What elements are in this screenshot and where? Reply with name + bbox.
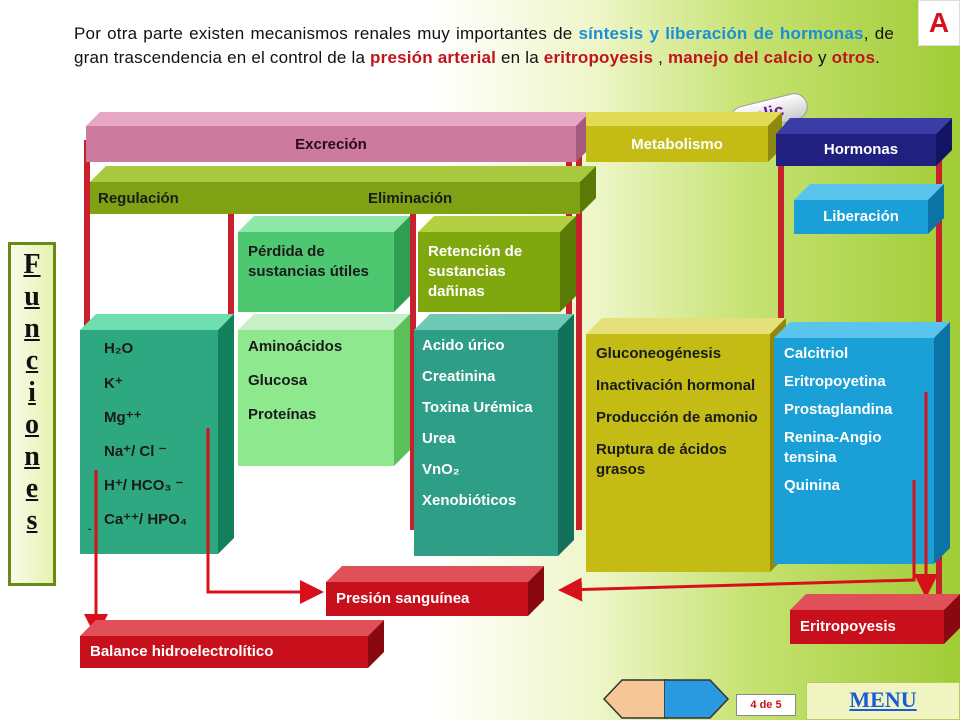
- regulacion-eliminacion-bar-shape: [90, 166, 596, 214]
- hormonas-item: Calcitriol: [784, 345, 849, 362]
- eritropoyesis-label: Eritropoyesis: [800, 618, 896, 635]
- pole: [576, 140, 582, 530]
- retencion-item: Creatinina: [422, 368, 496, 385]
- perdida-label: Pérdida de sustancias útiles: [248, 243, 369, 280]
- funciones-letter: n: [24, 441, 40, 472]
- balance-box-shape: [80, 620, 384, 668]
- hormonas-item: Eritropoyetina: [784, 373, 886, 390]
- hormonas-item: Renina-Angio tensina: [784, 429, 882, 466]
- perdida-list: Aminoácidos Glucosa Proteínas: [248, 338, 388, 440]
- regulacion-tail: - -: [88, 524, 98, 535]
- eritropoyesis-box-shape: [790, 594, 960, 644]
- retencion-item: Xenobióticos: [422, 492, 517, 509]
- pole: [410, 210, 416, 530]
- regulacion-label: Regulación: [98, 190, 179, 207]
- hormonas-item: Quinina: [784, 477, 840, 494]
- regulacion-item: Na⁺/ Cl ⁻: [104, 443, 167, 460]
- regulacion-item: H⁺/ HCO₃ ⁻: [104, 477, 184, 494]
- nav-forward-button[interactable]: [664, 678, 730, 720]
- regulacion-list: H₂O K⁺ Mg⁺⁺ Na⁺/ Cl ⁻ H⁺/ HCO₃ ⁻ Ca⁺⁺/ H…: [104, 340, 224, 530]
- retencion-box-shape: [418, 216, 576, 312]
- funciones-letter: c: [25, 345, 39, 376]
- perdida-item: Proteínas: [248, 406, 317, 423]
- funciones-letter: n: [24, 313, 40, 344]
- metabolismo-item: Inactivación hormonal: [596, 377, 756, 394]
- intro-paragraph: Por otra parte existen mecanismos renale…: [74, 24, 894, 67]
- liberacion-label: Liberación: [823, 208, 899, 225]
- hormonas-label: Hormonas: [823, 141, 899, 158]
- excrecion-label: Excreción: [295, 136, 367, 153]
- funciones-label: F u n c i o n e s: [8, 242, 56, 586]
- regulacion-item: Mg⁺⁺: [104, 409, 142, 426]
- regulacion-item: H₂O: [104, 340, 134, 357]
- presion-box-shape: [326, 566, 544, 616]
- menu-link[interactable]: MENU: [806, 682, 960, 720]
- hormonas-list: Calcitriol Eritropoyetina Prostaglandina…: [784, 344, 934, 496]
- nav-back-button[interactable]: [602, 678, 668, 720]
- perdida-box-shape: [238, 216, 410, 312]
- retencion-item: Acido úrico: [422, 337, 505, 354]
- retencion-item: VnO₂: [422, 461, 460, 478]
- metabolismo-label: Metabolismo: [631, 136, 723, 153]
- metabolismo-bar-shape: [586, 112, 782, 162]
- funciones-letter: F: [23, 249, 41, 280]
- metabolismo-item: Gluconeogénesis: [596, 345, 722, 362]
- eliminacion-label: Eliminación: [368, 190, 453, 207]
- retencion-item: Urea: [422, 430, 456, 447]
- liberacion-bar-shape: [794, 184, 944, 234]
- funciones-letter: e: [25, 473, 39, 504]
- metabolismo-item: Ruptura de ácidos grasos: [596, 441, 727, 478]
- perdida-item: Glucosa: [248, 372, 308, 389]
- logo-badge[interactable]: A: [918, 0, 960, 46]
- pole: [778, 160, 784, 330]
- retencion-items-shape: [414, 314, 574, 556]
- retencion-list: Acido úrico Creatinina Toxina Urémica Ur…: [422, 336, 552, 510]
- metabolismo-list: Gluconeogénesis Inactivación hormonal Pr…: [596, 344, 764, 480]
- funciones-letter: u: [24, 281, 40, 312]
- regulacion-item: K⁺: [104, 375, 123, 392]
- hormonas-item: Prostaglandina: [784, 401, 893, 418]
- funciones-letter: o: [25, 409, 39, 440]
- metabolismo-item: Producción de amonio: [596, 409, 758, 426]
- hormonas-bar-shape: [776, 118, 952, 166]
- balance-label: Balance hidroelectrolítico: [90, 643, 274, 660]
- perdida-item: Aminoácidos: [248, 338, 343, 355]
- regulacion-item: Ca⁺⁺/ HPO₄: [104, 511, 187, 528]
- page-indicator: 4 de 5: [736, 694, 796, 716]
- presion-label: Presión sanguínea: [336, 590, 470, 607]
- excrecion-bar-shape: [86, 112, 590, 162]
- retencion-item: Toxina Urémica: [422, 399, 533, 416]
- funciones-letter: i: [28, 377, 36, 408]
- retencion-label: Retención de sustancias dañinas: [428, 243, 523, 300]
- funciones-letter: s: [26, 505, 38, 536]
